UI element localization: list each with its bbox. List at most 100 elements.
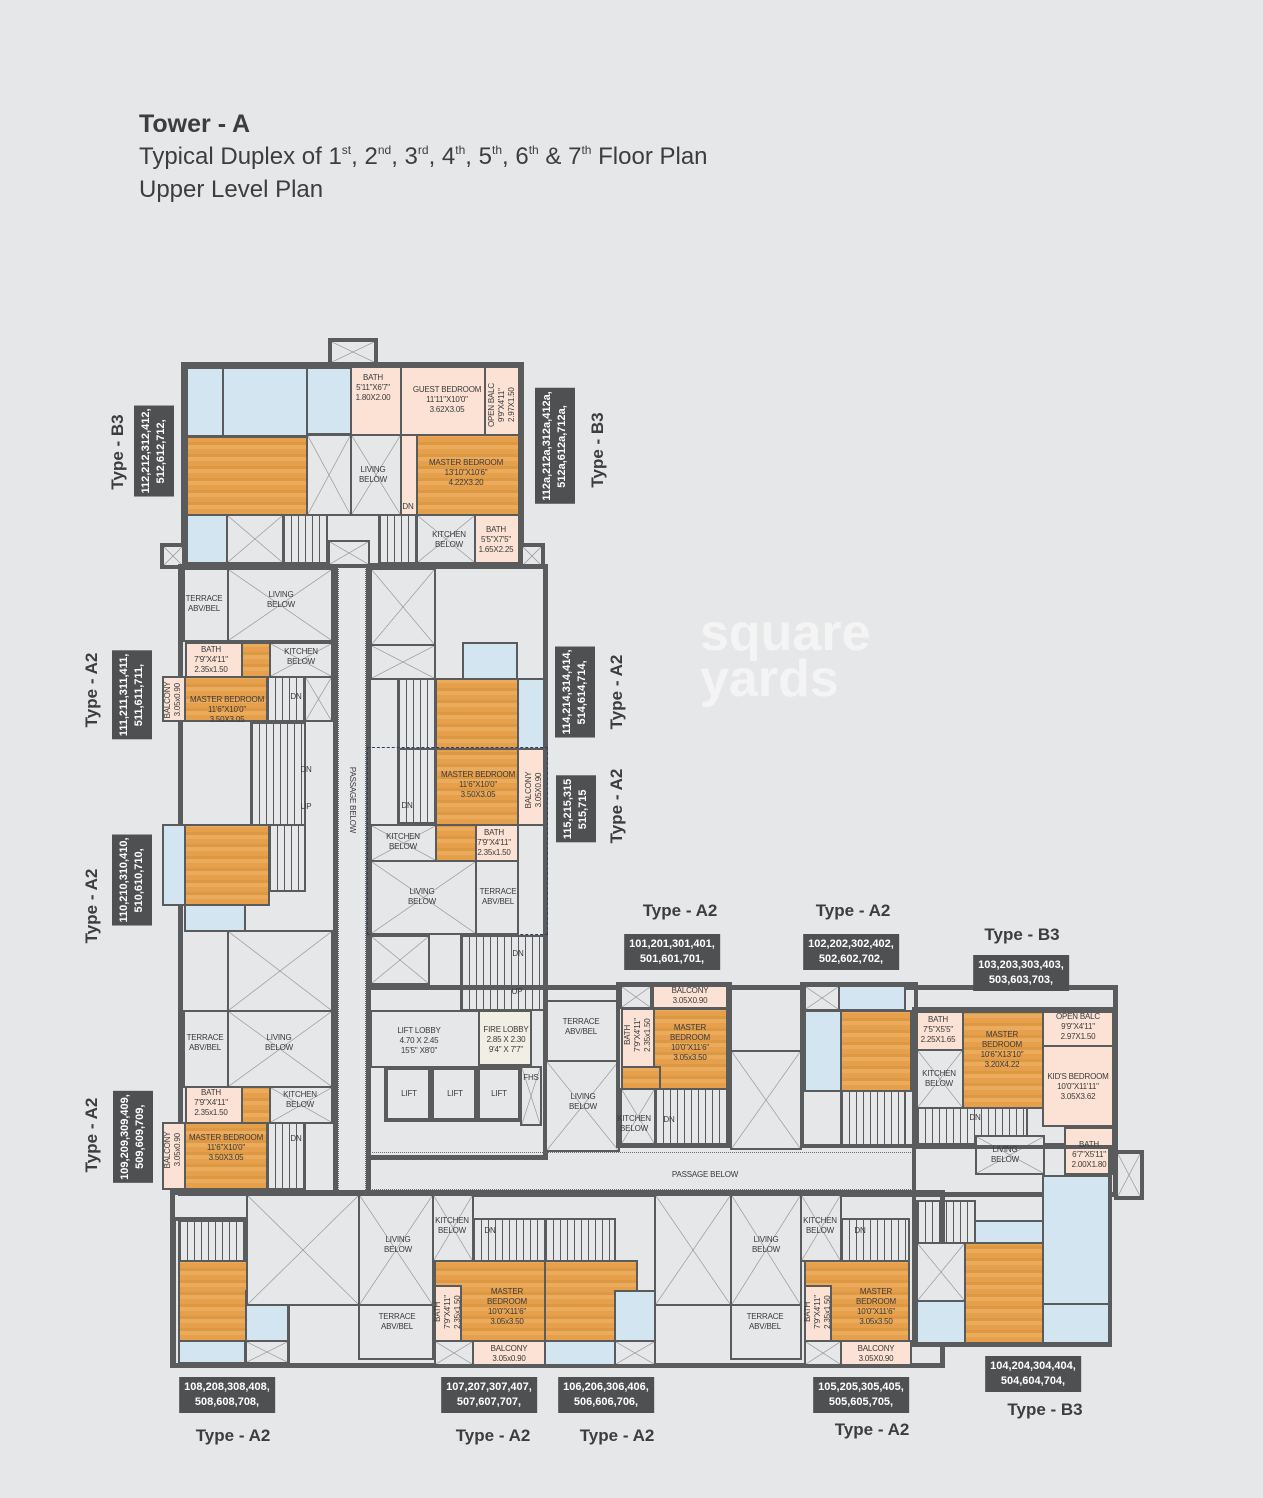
- room-label-master-bedroom: MASTER BEDROOM 11'6"X10'0" 3.50X3.05: [440, 770, 516, 799]
- staircase: [378, 514, 418, 564]
- bedroom: [435, 678, 519, 750]
- void: [269, 642, 333, 678]
- passage-below-horizontal: [370, 1152, 915, 1190]
- bedroom: [1042, 1175, 1110, 1305]
- room-label-lift-lobby: LIFT LOBBY 4.70 X 2.45 15'5" X8'0": [397, 1026, 441, 1055]
- plan-header: Tower - A Typical Duplex of 1st, 2nd, 3r…: [139, 108, 708, 206]
- floor-suffix: th: [528, 143, 539, 157]
- void: [730, 1050, 802, 1150]
- stair-up-label: UP: [511, 987, 523, 996]
- unit-type-label: Type - B3: [108, 414, 127, 490]
- unit-numbers-box: 101,201,301,401, 501,601,701,: [624, 934, 720, 970]
- unit-type-label: Type - A2: [82, 868, 101, 944]
- void: [306, 434, 352, 516]
- unit-type-label: Type - A2: [642, 901, 718, 920]
- master-bedroom: [962, 1011, 1044, 1109]
- unit-type-label: Type - A2: [607, 654, 626, 730]
- room-label-bath: BATH 7'5"X5'5" 2.25X1.65: [920, 1015, 956, 1044]
- balcony: [544, 1340, 616, 1366]
- bathroom: [614, 1290, 656, 1342]
- master-bedroom: [435, 748, 519, 826]
- passage: [621, 1066, 661, 1090]
- unit-numbers-box: 106,206,306,406, 506,606,706,: [558, 1377, 654, 1413]
- room-label-kitchen-below: KITCHEN BELOW: [803, 1216, 837, 1235]
- floor-suffix: th: [492, 143, 503, 157]
- balcony: [517, 748, 545, 826]
- bathroom: [462, 642, 518, 680]
- staircase: [916, 1200, 976, 1244]
- void: [245, 1340, 289, 1364]
- stair-dn-label: DN: [300, 765, 312, 774]
- staircase: [840, 1090, 906, 1146]
- passage-below: [338, 564, 366, 1194]
- passage: [435, 824, 477, 862]
- room-label-master-bedroom: MASTER BEDROOM 11'6"X10'0" 3.50X3.05: [189, 695, 265, 724]
- room-label-kitchen-below: KITCHEN BELOW: [283, 1090, 317, 1109]
- void: [358, 1194, 434, 1306]
- unit-numbers-box: 103,203,303,403, 503,603,703,: [973, 955, 1069, 991]
- staircase: [472, 1218, 546, 1262]
- void: [620, 985, 652, 1009]
- unit-numbers-box: 108,208,308,408, 508,608,708,: [179, 1377, 275, 1413]
- unit-numbers-box: 104,204,304,404, 504,604,704,: [985, 1356, 1081, 1392]
- room-label-kitchen-below: KITCHEN BELOW: [284, 647, 318, 666]
- bathroom: [1064, 1127, 1114, 1175]
- stair-dn-label: DN: [290, 692, 302, 701]
- unit-numbers-box: 112,212,312,412, 512,612,712,: [134, 405, 174, 497]
- bathroom: [186, 514, 228, 564]
- terrace: [475, 860, 519, 935]
- passage: [974, 1220, 1046, 1244]
- room-label-bath: BATH 7'9"X4'11" 2.35x1.50: [433, 1295, 462, 1329]
- room-label-bath: BATH 6'7"X5'11" 2.00X1.80: [1071, 1140, 1107, 1169]
- void: [370, 824, 437, 862]
- void: [975, 1135, 1045, 1175]
- fhs-shaft: [520, 1066, 542, 1126]
- floor-suffix: st: [341, 143, 352, 157]
- void: [304, 676, 333, 722]
- void: [269, 1086, 333, 1124]
- balcony: [178, 1340, 246, 1364]
- floor-suffix: th: [581, 143, 592, 157]
- room-label-living-below: LIVING BELOW: [267, 590, 295, 609]
- bathroom: [184, 904, 246, 932]
- room-label-terrace: TERRACE ABV/BEL: [746, 1312, 784, 1331]
- floor-separator: ,: [465, 143, 472, 170]
- unit-type-label: Type - A2: [834, 1420, 910, 1439]
- room-label-living-below: LIVING BELOW: [752, 1235, 780, 1254]
- floor-separator: ,: [502, 143, 509, 170]
- room-label-bath: BATH 7'9"X4'11" 2.35x1.50: [194, 1088, 228, 1117]
- floor-6: 6th: [515, 143, 538, 170]
- room-label-master-bedroom: MASTER BEDROOM 10'0"X11'6" 3.05x3.50: [856, 1287, 896, 1326]
- stair-dn-label: DN: [402, 502, 414, 511]
- room-label-kids-bedroom: KID'S BEDROOM 10'0"X11'11" 3.05X3.62: [1047, 1072, 1109, 1101]
- void: [614, 1340, 656, 1366]
- terrace: [730, 1304, 802, 1360]
- level-subtitle: Upper Level Plan: [139, 176, 324, 203]
- stair-dn-label: DN: [969, 1113, 981, 1122]
- unit-type-label: Type - B3: [588, 412, 607, 488]
- room-label-living-below: LIVING BELOW: [569, 1092, 597, 1111]
- lift-label: LIFT: [491, 1089, 507, 1098]
- void: [226, 514, 284, 564]
- stair-dn-label: DN: [484, 1226, 496, 1235]
- bathroom: [474, 514, 520, 564]
- unit-numbers-box: 114,214,314,414, 514,614,714,: [555, 646, 595, 738]
- room-label-guest-bedroom: GUEST BEDROOM 11'11"X10'0" 3.62X3.05: [412, 385, 482, 414]
- floor-suffix: nd: [377, 143, 392, 157]
- unit-numbers-box: 109,209,309,409, 509,609,709,: [113, 1091, 153, 1183]
- room-label-fire-lobby: FIRE LOBBY 2.85 X 2.30 9'4" X 7'7": [483, 1025, 529, 1054]
- unit-type-label: Type - A2: [195, 1426, 271, 1445]
- unit-type-label: Type - B3: [1007, 1400, 1083, 1419]
- bedroom: [964, 1242, 1044, 1344]
- floor-number: 4: [441, 143, 456, 170]
- bedroom: [184, 824, 270, 906]
- void: [804, 985, 840, 1011]
- room-label-terrace: TERRACE ABV/BEL: [186, 1033, 224, 1052]
- void: [227, 568, 333, 642]
- unit-numbers-box: 112a,212a,312a,412a, 512a,612a,712a,: [535, 388, 575, 504]
- room-label-living-below: LIVING BELOW: [359, 465, 387, 484]
- void: [654, 1194, 732, 1306]
- unit-numbers-box: 102,202,302,402, 502,602,702,: [803, 934, 899, 970]
- unit-type-label: Type - A2: [455, 1426, 531, 1445]
- void: [370, 935, 430, 985]
